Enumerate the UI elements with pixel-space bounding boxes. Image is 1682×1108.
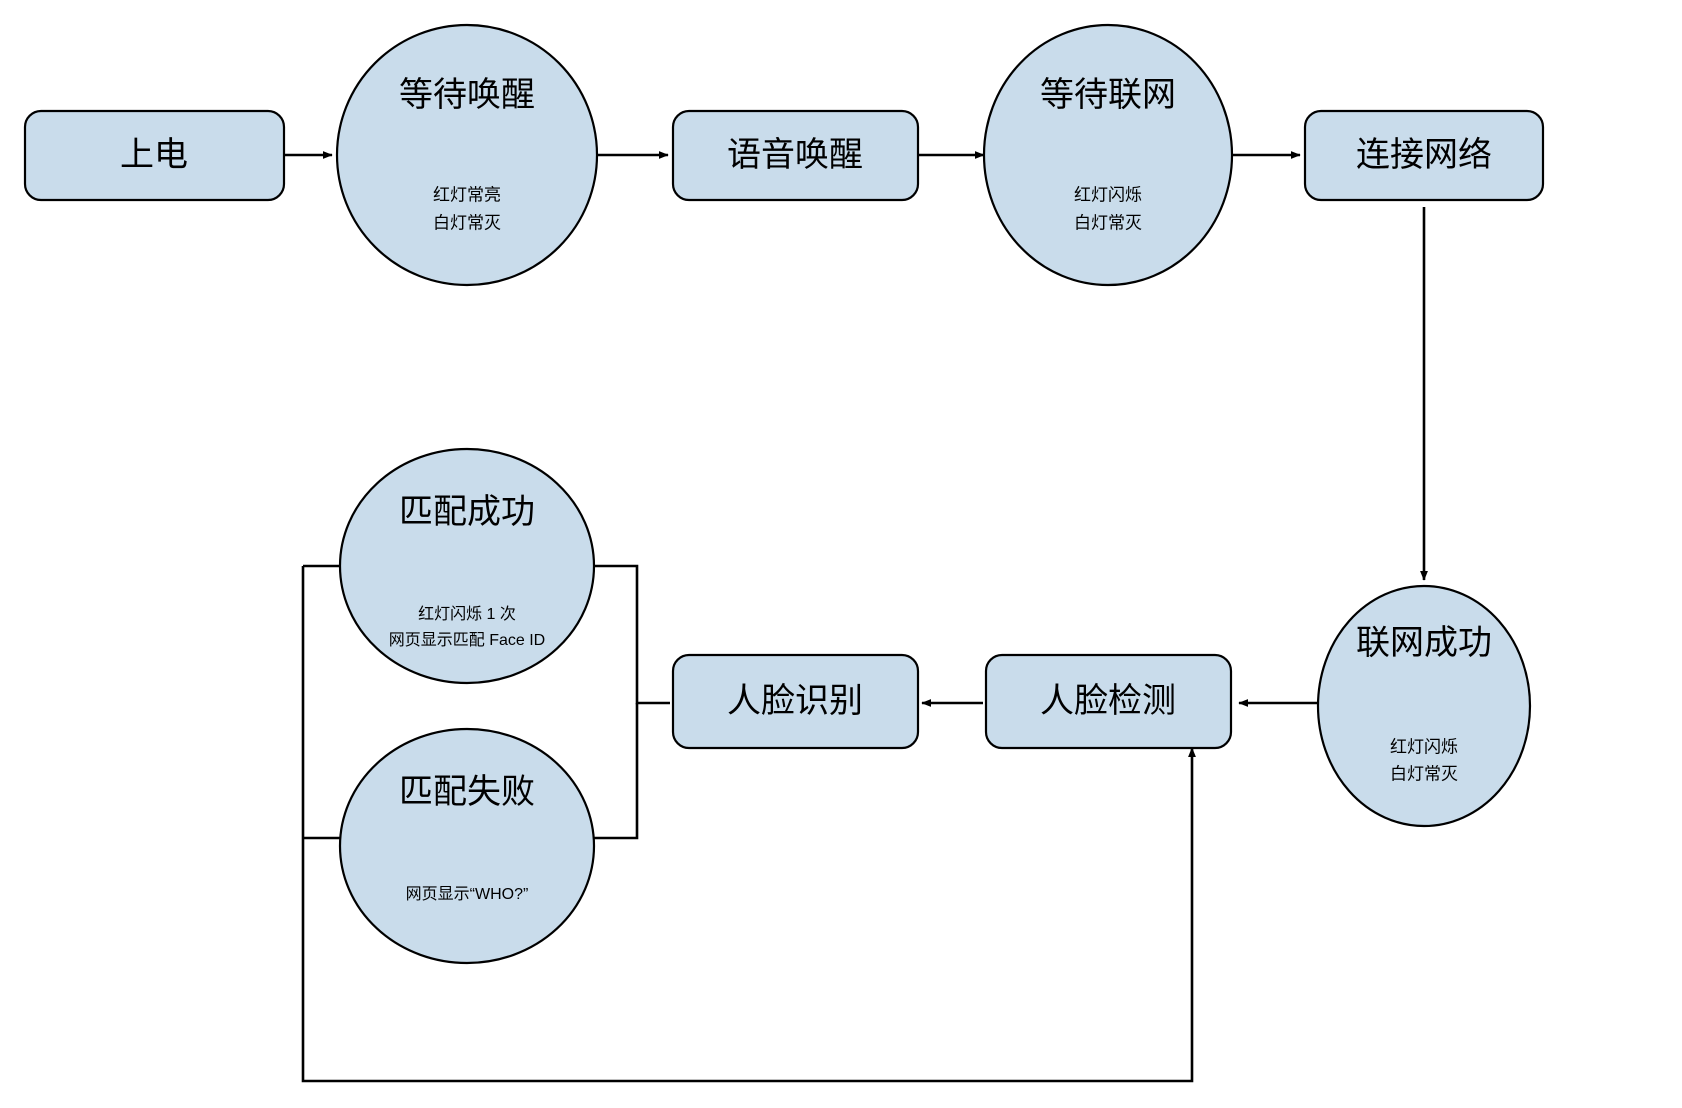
node-wait-wakeup[interactable]: 等待唤醒 红灯常亮 白灯常灭 xyxy=(335,23,599,287)
node-connect-network[interactable]: 连接网络 xyxy=(1303,109,1545,202)
node-network-success-sub-line1: 红灯闪烁 xyxy=(1390,737,1458,756)
node-wait-network-sub-line1: 红灯闪烁 xyxy=(1074,185,1142,204)
node-face-detect-label: 人脸检测 xyxy=(1040,682,1176,720)
node-face-recognize-shape[interactable] xyxy=(671,653,920,750)
node-wait-network-shape[interactable] xyxy=(982,23,1234,287)
node-power-on-shape[interactable] xyxy=(23,109,286,202)
node-wait-network-label: 等待联网 xyxy=(1040,76,1176,114)
node-connect-network-label: 连接网络 xyxy=(1356,136,1492,174)
node-face-detect[interactable]: 人脸检测 xyxy=(984,653,1233,750)
node-face-recognize-label: 人脸识别 xyxy=(727,682,863,720)
node-match-success[interactable]: 匹配成功 红灯闪烁 1 次 网页显示匹配 Face ID xyxy=(338,447,596,685)
node-wait-wakeup-sub-line1: 红灯常亮 xyxy=(433,185,501,204)
node-wait-wakeup-label: 等待唤醒 xyxy=(399,76,535,114)
node-wait-wakeup-shape[interactable] xyxy=(335,23,599,287)
node-network-success[interactable]: 联网成功 红灯闪烁 白灯常灭 xyxy=(1316,584,1532,828)
node-face-recognize[interactable]: 人脸识别 xyxy=(671,653,920,750)
node-match-success-sub-line1: 红灯闪烁 1 次 xyxy=(418,605,516,623)
node-match-fail-sub-line1: 网页显示“WHO?” xyxy=(406,886,529,903)
node-network-success-label: 联网成功 xyxy=(1356,624,1492,662)
node-wait-wakeup-sub-line2: 白灯常灭 xyxy=(433,213,501,232)
node-voice-wakeup-label: 语音唤醒 xyxy=(727,136,863,174)
node-match-fail-shape[interactable] xyxy=(338,727,596,965)
node-power-on[interactable]: 上电 xyxy=(23,109,286,202)
node-match-success-sub-line2: 网页显示匹配 Face ID xyxy=(389,631,545,649)
node-power-on-label: 上电 xyxy=(120,136,188,174)
node-wait-network-sub-line2: 白灯常灭 xyxy=(1074,213,1142,232)
node-network-success-shape[interactable] xyxy=(1316,584,1532,828)
node-network-success-sub-line2: 白灯常灭 xyxy=(1390,764,1458,783)
node-voice-wakeup-shape[interactable] xyxy=(671,109,920,202)
node-voice-wakeup[interactable]: 语音唤醒 xyxy=(671,109,920,202)
node-match-fail[interactable]: 匹配失败 网页显示“WHO?” xyxy=(338,727,596,965)
node-match-success-shape[interactable] xyxy=(338,447,596,685)
edge-match-fail-loop-to-face-detect xyxy=(301,566,1196,1083)
node-match-fail-label: 匹配失败 xyxy=(399,773,535,811)
node-wait-network[interactable]: 等待联网 红灯闪烁 白灯常灭 xyxy=(982,23,1234,287)
node-match-success-label: 匹配成功 xyxy=(399,493,535,531)
node-face-detect-shape[interactable] xyxy=(984,653,1233,750)
node-connect-network-shape[interactable] xyxy=(1303,109,1545,202)
